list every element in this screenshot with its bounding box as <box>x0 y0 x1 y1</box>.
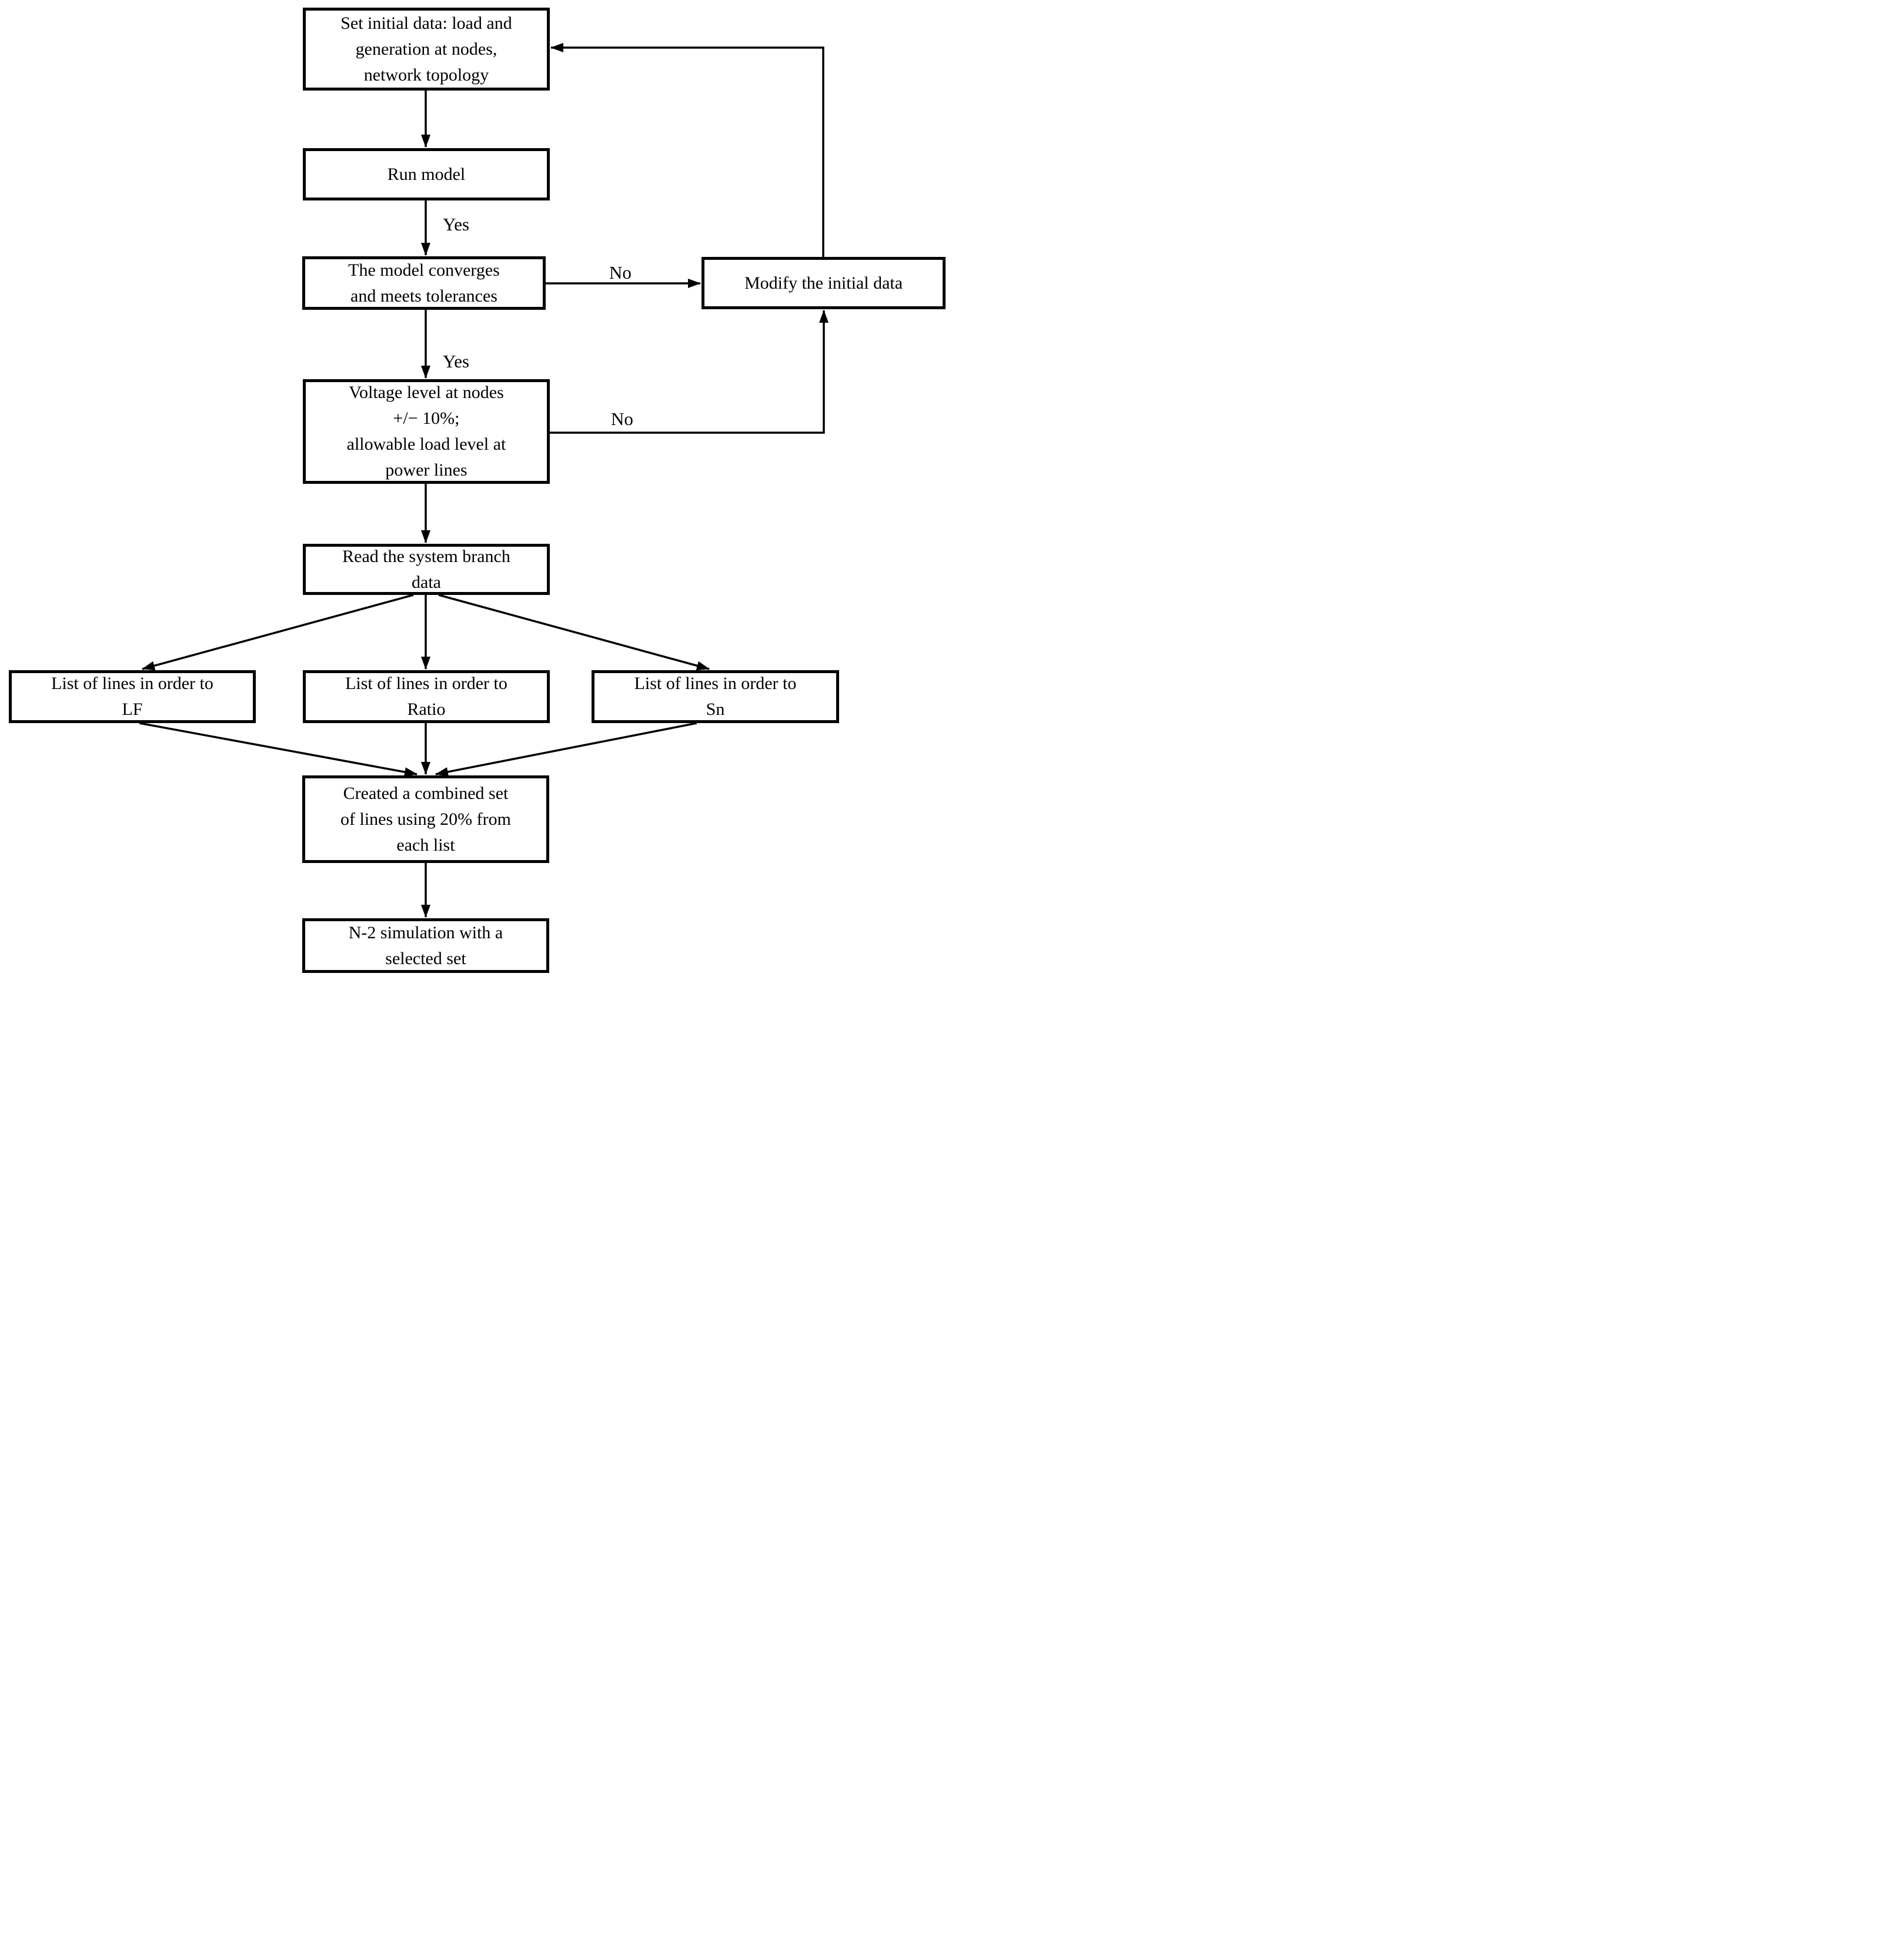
arrow-list-lf-to-combined <box>139 722 417 777</box>
node-set-initial-data-label: Set initial data: load and generation at… <box>340 13 512 85</box>
node-run-model: Run model <box>303 148 550 200</box>
node-run-model-label: Run model <box>387 164 466 184</box>
arrow-list-sn-to-combined <box>435 722 697 777</box>
edge-label-no-1: No <box>609 262 632 283</box>
arrow-read-branch-to-list-sn <box>438 594 710 671</box>
node-modify-initial-data: Modify the initial data <box>702 257 946 309</box>
node-voltage-level-label: Voltage level at nodes +/− 10%; allowabl… <box>346 383 506 480</box>
arrow-voltage-no-to-modify: No <box>550 310 829 434</box>
node-list-lf: List of lines in order to LF <box>9 670 256 723</box>
node-model-converges: The model converges and meets tolerances <box>302 256 546 310</box>
node-modify-initial-data-label: Modify the initial data <box>744 273 903 293</box>
node-n2-simulation-label: N-2 simulation with a selected set <box>348 922 503 968</box>
node-combined-set: Created a combined set of lines using 20… <box>302 775 549 863</box>
connector-layer: Yes No Yes No <box>139 43 829 918</box>
arrow-converges-yes-to-voltage: Yes <box>421 310 469 379</box>
node-read-branch-data-label: Read the system branch data <box>342 546 510 592</box>
arrow-read-branch-to-list-lf <box>142 594 414 671</box>
flowchart-canvas: Yes No Yes No <box>0 0 947 980</box>
arrow-modify-to-set-initial <box>550 43 824 257</box>
edge-label-yes-1: Yes <box>443 214 469 235</box>
arrow-converges-no-to-modify: No <box>546 262 701 288</box>
node-list-ratio: List of lines in order to Ratio <box>303 670 550 723</box>
node-list-lf-label: List of lines in order to LF <box>51 674 213 719</box>
node-model-converges-label: The model converges and meets tolerances <box>348 260 500 306</box>
node-n2-simulation: N-2 simulation with a selected set <box>302 918 549 973</box>
edge-label-yes-2: Yes <box>443 351 469 372</box>
node-voltage-level: Voltage level at nodes +/− 10%; allowabl… <box>303 379 550 484</box>
node-combined-set-label: Created a combined set of lines using 20… <box>340 783 511 855</box>
arrow-run-model-to-converges: Yes <box>421 200 469 256</box>
node-set-initial-data: Set initial data: load and generation at… <box>303 8 550 91</box>
node-list-sn-label: List of lines in order to Sn <box>634 674 797 719</box>
node-list-sn: List of lines in order to Sn <box>592 670 839 723</box>
edge-label-no-2: No <box>611 409 633 429</box>
node-read-branch-data: Read the system branch data <box>303 544 550 595</box>
node-list-ratio-label: List of lines in order to Ratio <box>345 674 507 719</box>
